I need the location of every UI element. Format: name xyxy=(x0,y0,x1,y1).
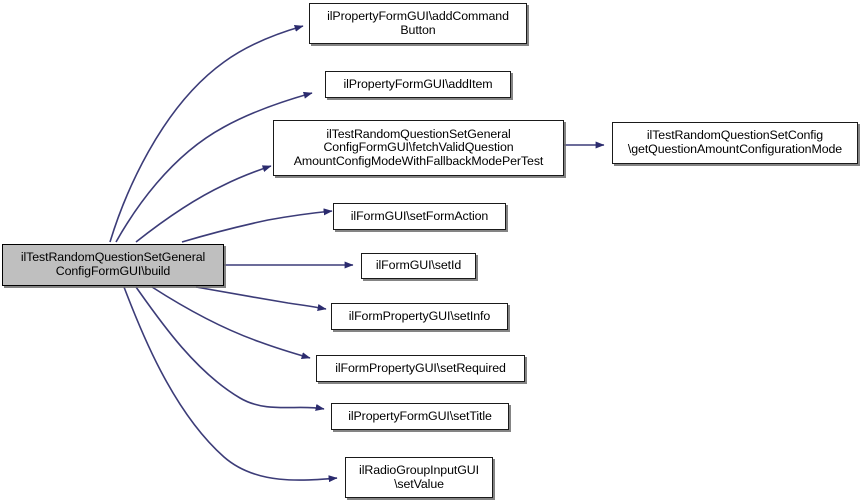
edge-build-to-setValue xyxy=(123,286,338,483)
graph-node-getQuestionAmountConfigurationMode[interactable]: ilTestRandomQuestionSetConfig \getQuesti… xyxy=(612,122,858,164)
edge-build-to-setTitle xyxy=(135,286,325,411)
graph-node-setValue[interactable]: ilRadioGroupInputGUI \setValue xyxy=(345,457,493,498)
edge-build-to-setRequired xyxy=(151,286,311,360)
graph-node-setInfo[interactable]: ilFormPropertyGUI\setInfo xyxy=(331,303,508,330)
graph-node-label: ilTestRandomQuestionSetConfig \getQuesti… xyxy=(627,128,843,156)
graph-node-addItem[interactable]: ilPropertyFormGUI\addItem xyxy=(325,71,511,98)
graph-node-setId[interactable]: ilFormGUI\setId xyxy=(361,253,476,279)
graph-node-label: ilTestRandomQuestionSetGeneral ConfigFor… xyxy=(20,250,206,278)
graph-node-label: ilFormGUI\setId xyxy=(375,258,462,273)
graph-node-addCommandButton[interactable]: ilPropertyFormGUI\addCommand Button xyxy=(309,3,527,44)
graph-node-label: ilFormPropertyGUI\setInfo xyxy=(348,308,491,323)
graph-node-build[interactable]: ilTestRandomQuestionSetGeneral ConfigFor… xyxy=(2,244,224,286)
graph-node-label: ilPropertyFormGUI\setTitle xyxy=(348,408,492,423)
graph-node-setFormAction[interactable]: ilFormGUI\setFormAction xyxy=(333,203,506,230)
graph-node-label: ilPropertyFormGUI\addCommand Button xyxy=(327,8,509,37)
graph-node-label: ilFormPropertyGUI\setRequired xyxy=(335,360,506,375)
graph-node-setRequired[interactable]: ilFormPropertyGUI\setRequired xyxy=(316,355,525,382)
graph-node-label: ilPropertyFormGUI\addItem xyxy=(343,76,493,91)
graph-node-label: ilRadioGroupInputGUI \setValue xyxy=(359,462,479,491)
graph-node-fetchValidQuestionAmountConfigMode[interactable]: ilTestRandomQuestionSetGeneral ConfigFor… xyxy=(273,120,564,176)
edge-build-to-setFormAction xyxy=(181,208,333,243)
edge-build-to-setInfo xyxy=(195,286,327,311)
edge-build-to-fetchValidQuestionAmountConfigMode xyxy=(135,165,272,243)
graph-node-setTitle[interactable]: ilPropertyFormGUI\setTitle xyxy=(331,403,509,430)
graph-node-label: ilTestRandomQuestionSetGeneral ConfigFor… xyxy=(293,126,544,168)
graph-node-label: ilFormGUI\setFormAction xyxy=(350,208,489,223)
